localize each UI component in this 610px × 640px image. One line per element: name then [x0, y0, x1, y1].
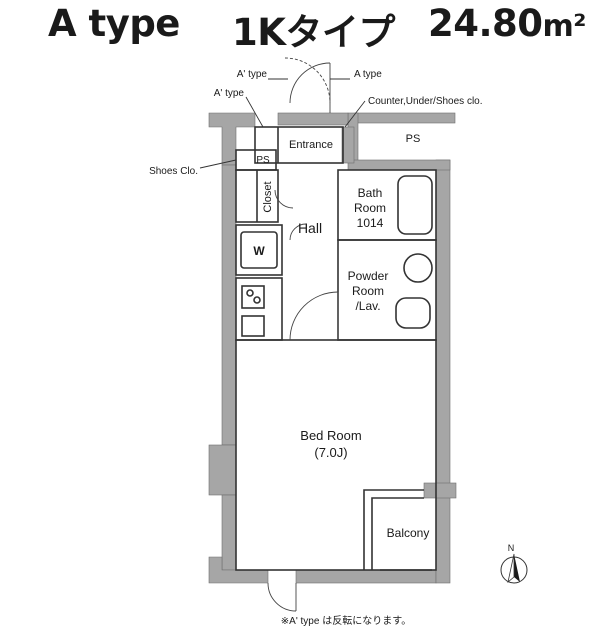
wall-right: [435, 159, 451, 486]
wall-column-left: [208, 444, 237, 496]
wall-ps-bottom: [347, 159, 451, 171]
callout-counter-shoes: Counter,Under/Shoes clo.: [368, 96, 483, 107]
partitions: [235, 126, 437, 571]
wall-left-upper: [221, 164, 237, 446]
wall-bottom-right: [295, 569, 437, 584]
type-heading: A type: [48, 2, 180, 45]
wall-entrance-post: [341, 126, 355, 164]
labels: A' type A' type A type Counter,Under/Sho…: [149, 69, 482, 540]
callout-a-type: A type: [354, 69, 382, 80]
compass-label: N: [508, 543, 515, 553]
room-hall: Hall: [298, 220, 322, 236]
room-closet: Closet: [262, 181, 274, 212]
room-ps-small: PS: [256, 155, 270, 166]
north-arrow-icon: [514, 554, 520, 582]
room-bedroom-1: Bed Room: [300, 428, 361, 443]
walls: [208, 112, 457, 584]
wall-left-lower: [221, 494, 237, 571]
layout-heading: 1Kタイプ: [232, 11, 395, 54]
area-heading: 24.80m²: [428, 2, 586, 45]
area-unit: m²: [542, 9, 587, 44]
footnote: ※A' type は反転になります。: [281, 615, 411, 627]
wall-entrance-top: [277, 112, 349, 126]
room-powder-2: Room: [352, 284, 384, 298]
room-powder-1: Powder: [348, 269, 389, 283]
room-ps-large: PS: [406, 133, 421, 145]
north-compass: N: [500, 543, 528, 584]
washer-label: W: [253, 244, 265, 258]
room-powder-3: /Lav.: [355, 299, 380, 313]
area-value: 24.80: [428, 2, 543, 45]
wall-upper-left: [208, 112, 256, 166]
wall-column-right: [423, 482, 457, 499]
callout-a-prime-left: A' type: [214, 88, 245, 99]
room-balcony: Balcony: [387, 526, 430, 540]
leader-lines: [199, 78, 366, 169]
room-entrance: Entrance: [289, 139, 333, 151]
room-bath-1: Bath: [358, 186, 383, 200]
doors: [267, 57, 339, 612]
room-bedroom-2: (7.0J): [314, 445, 347, 460]
callout-a-prime-top: A' type: [237, 69, 268, 80]
room-bath-3: 1014: [357, 216, 384, 230]
wall-top-right: [354, 112, 456, 124]
wall-right-lower: [435, 494, 451, 584]
room-bath-2: Room: [354, 201, 386, 215]
callout-shoes-closet: Shoes Clo.: [149, 166, 198, 177]
